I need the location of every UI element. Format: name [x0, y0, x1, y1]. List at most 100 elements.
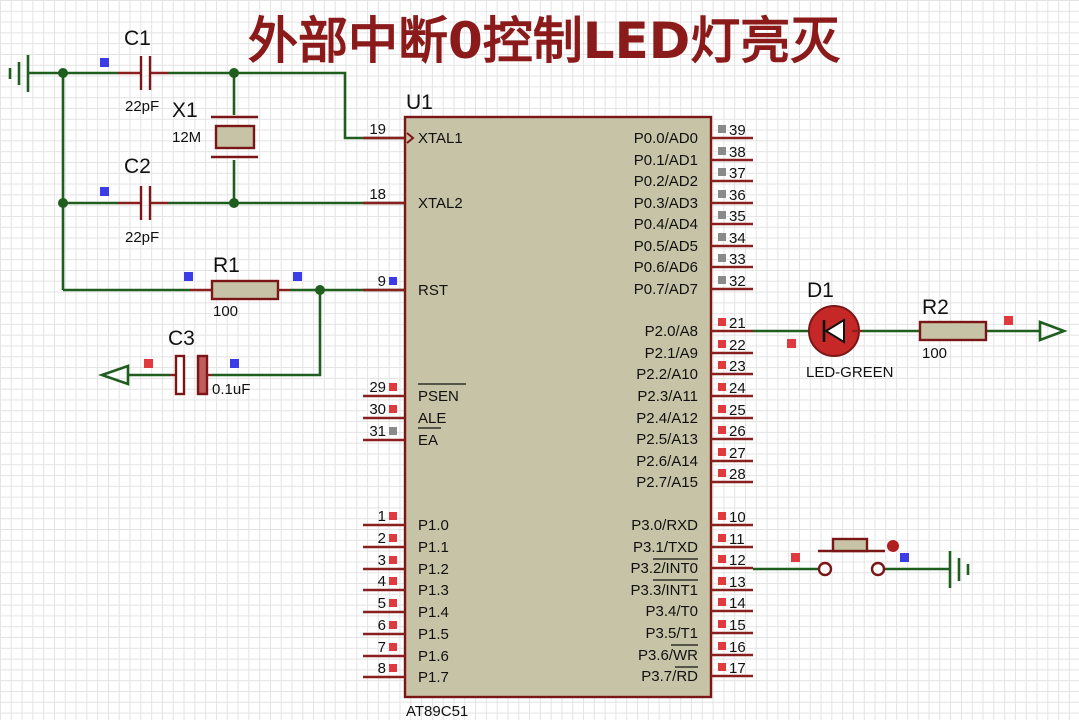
- chip-pin-p1-1[interactable]: 2P1.1: [363, 530, 449, 556]
- pin-marker: [389, 556, 397, 564]
- left-pin-group: 19XTAL118XTAL29RST29PSEN30ALE31EA1P1.02P…: [363, 121, 463, 686]
- led-d1[interactable]: [787, 305, 862, 357]
- pin-name: ALE: [418, 410, 446, 427]
- c2-ref: C2: [124, 155, 151, 178]
- pin-marker: [718, 448, 726, 456]
- pin-number: 2: [378, 530, 386, 547]
- pin-marker: [791, 553, 800, 562]
- chip-pin-p1-7[interactable]: 8P1.7: [363, 660, 449, 686]
- overbars: [418, 383, 698, 668]
- pin-marker: [718, 276, 726, 284]
- chip-part: AT89C51: [406, 703, 468, 720]
- pin-marker: [389, 383, 397, 391]
- chip-pin-p1-0[interactable]: 1P1.0: [363, 508, 449, 534]
- pin-number: 39: [729, 122, 746, 139]
- pin-number: 1: [378, 508, 386, 525]
- pin-number: 28: [729, 466, 746, 483]
- pin-marker: [718, 405, 726, 413]
- pin-marker: [389, 405, 397, 413]
- chip-pin-p1-2[interactable]: 3P1.2: [363, 552, 449, 578]
- pin-number: 11: [729, 531, 745, 548]
- pin-marker: [100, 58, 109, 67]
- pin-marker: [718, 211, 726, 219]
- pin-number: 9: [378, 273, 386, 290]
- capacitor-c2[interactable]: [100, 186, 168, 220]
- pin-marker: [787, 339, 796, 348]
- pin-name: P1.6: [418, 648, 449, 665]
- pin-name: P3.3/INT1: [630, 582, 698, 599]
- pin-name: P3.6/WR: [638, 647, 698, 664]
- output-arrow-r2: [1038, 320, 1068, 342]
- capacitor-c1[interactable]: [100, 56, 168, 90]
- pin-name: RST: [418, 282, 448, 299]
- pin-marker: [718, 190, 726, 198]
- chip-pin-p1-6[interactable]: 7P1.6: [363, 639, 449, 665]
- pin-number: 18: [369, 186, 386, 203]
- crystal-x1[interactable]: [211, 115, 258, 159]
- x1-value: 12M: [172, 129, 201, 146]
- pin-number: 21: [729, 315, 746, 332]
- chip-pin-p1-3[interactable]: 4P1.3: [363, 573, 449, 599]
- pin-number: 33: [729, 251, 746, 268]
- r1-value: 100: [213, 303, 238, 320]
- resistor-r2[interactable]: [918, 316, 1013, 342]
- junction-dot: [58, 68, 68, 78]
- pin-marker: [100, 187, 109, 196]
- pin-name: P0.1/AD1: [634, 152, 698, 169]
- pin-number: 19: [369, 121, 386, 138]
- pin-marker: [900, 553, 909, 562]
- push-button[interactable]: [791, 537, 909, 577]
- pin-marker: [718, 168, 726, 176]
- diagram-title: 外部中断0控制LED灯亮灭: [248, 12, 841, 70]
- chip-pin-p1-4[interactable]: 5P1.4: [363, 595, 449, 621]
- pin-name: P2.1/A9: [645, 345, 698, 362]
- d1-ref: D1: [807, 279, 834, 302]
- resistor-r1[interactable]: [184, 272, 302, 301]
- pin-name: P3.0/RXD: [631, 517, 698, 534]
- chip-body[interactable]: [403, 115, 713, 699]
- pin-marker: [718, 642, 726, 650]
- pin-marker: [389, 577, 397, 585]
- pin-number: 15: [729, 617, 746, 634]
- pin-marker: [718, 598, 726, 606]
- d1-value: LED-GREEN: [806, 364, 894, 381]
- c1-value: 22pF: [125, 98, 159, 115]
- capacitor-c3[interactable]: [144, 354, 239, 396]
- pin-marker: [718, 534, 726, 542]
- pin-marker: [718, 383, 726, 391]
- button-state-icon[interactable]: [887, 540, 899, 552]
- r2-value: 100: [922, 345, 947, 362]
- pin-number: 24: [729, 380, 746, 397]
- chip-pin-p1-5[interactable]: 6P1.5: [363, 617, 449, 643]
